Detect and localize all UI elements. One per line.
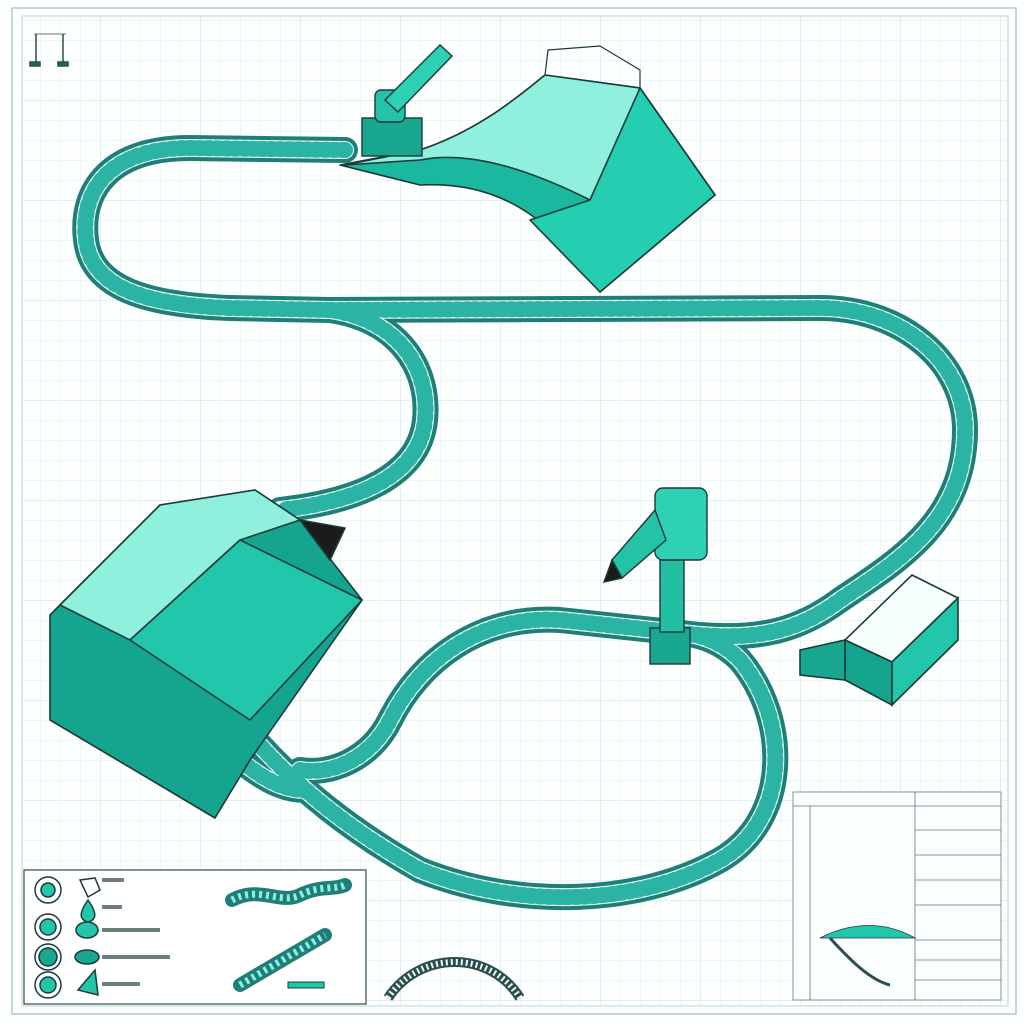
right-support-block (799, 574, 960, 707)
outer-frame (11, 7, 1017, 1015)
spec-table (792, 791, 1002, 1001)
upper-ramp (339, 45, 716, 293)
legend-dome-swatch-icon (75, 921, 99, 939)
legend-lens-swatch-icon (74, 949, 100, 965)
main-track (72, 135, 978, 911)
upper-cannon-icon (361, 44, 454, 157)
legend-box (23, 869, 367, 1005)
lower-left-ramp (49, 489, 363, 819)
dimension-mark-icon (29, 33, 69, 67)
legend-drop-swatch-icon (78, 877, 101, 899)
legend-cone-swatch-icon (76, 968, 99, 996)
inner-frame (21, 15, 1009, 1007)
center-cannon-icon (602, 487, 708, 665)
arch-bridge-icon (383, 957, 525, 1001)
